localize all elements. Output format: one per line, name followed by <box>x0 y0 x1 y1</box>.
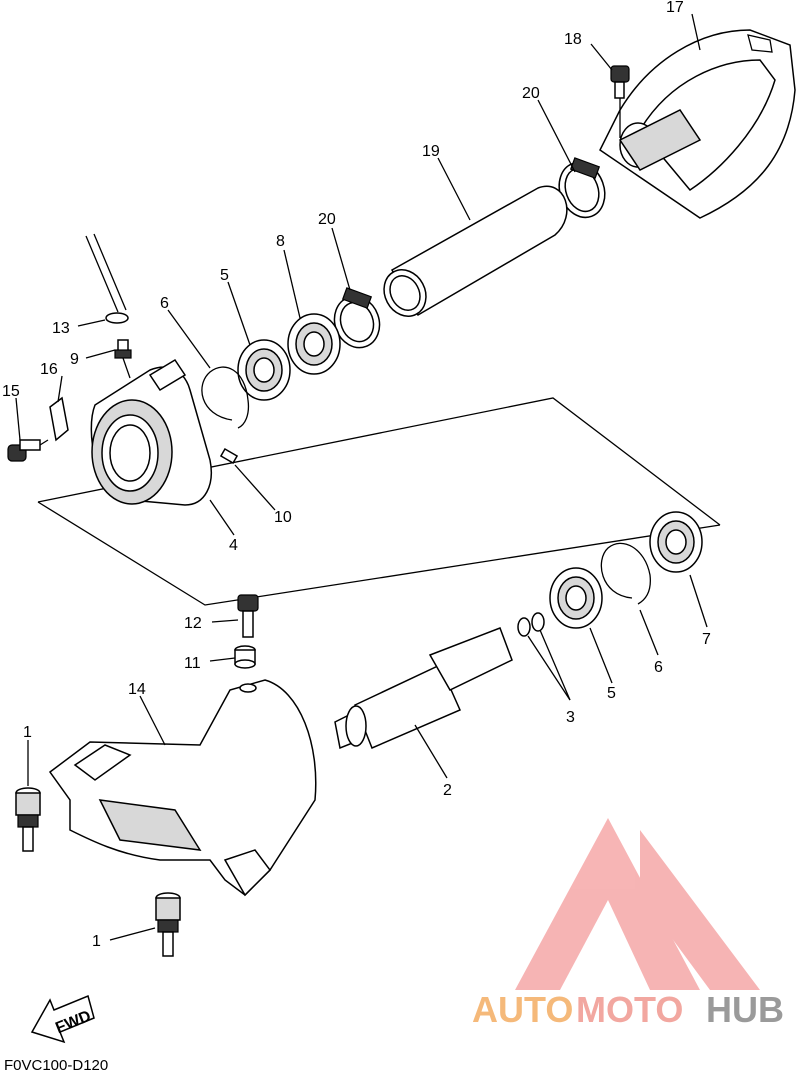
watermark-logo-icon <box>515 818 760 990</box>
part-4-housing <box>90 358 212 506</box>
part-12-bolt <box>237 594 259 638</box>
callout-5a: 5 <box>220 267 229 284</box>
callout-3: 3 <box>566 709 575 726</box>
fwd-arrow-icon: FWD <box>30 994 95 1044</box>
part-1-damper-lower <box>155 892 181 957</box>
callout-14: 14 <box>128 681 146 698</box>
part-16-plate <box>49 396 69 442</box>
part-17-nozzle <box>599 29 796 219</box>
callout-15: 15 <box>2 383 20 400</box>
callout-13: 13 <box>52 320 70 337</box>
part-11-collar <box>234 645 256 669</box>
watermark-text: AUTO MOTO HUB <box>472 989 784 1030</box>
part-19-hose <box>383 185 568 317</box>
part-18-bolt <box>610 65 630 138</box>
callout-19: 19 <box>422 143 440 160</box>
watermark-auto: AUTO <box>472 989 573 1030</box>
part-3-o-rings <box>517 612 545 637</box>
callout-7: 7 <box>702 631 711 648</box>
callout-20a: 20 <box>522 85 540 102</box>
part-6-circlip-lower <box>600 542 651 605</box>
part-20-hose-clamp-lower <box>333 287 381 349</box>
callout-10: 10 <box>274 509 292 526</box>
part-20-hose-clamp-upper <box>558 157 606 219</box>
callout-18: 18 <box>564 31 582 48</box>
callout-labels: 17 18 20 19 20 8 5 6 13 9 16 15 10 4 7 6… <box>2 0 711 950</box>
part-7-bearing <box>649 511 703 573</box>
callout-8: 8 <box>276 233 285 250</box>
leader-lines <box>15 13 708 941</box>
part-15-bolt <box>7 439 49 462</box>
part-14-duct <box>48 679 317 897</box>
callout-16: 16 <box>40 361 58 378</box>
callout-20b: 20 <box>318 211 336 228</box>
part-1-damper-upper <box>15 787 41 852</box>
callout-6b: 6 <box>654 659 663 676</box>
callout-5b: 5 <box>607 685 616 702</box>
callout-11: 11 <box>184 655 201 672</box>
part-2-shaft <box>334 627 513 750</box>
part-13-clip <box>85 233 129 324</box>
part-9-bolt <box>114 339 132 379</box>
callout-12: 12 <box>184 615 202 632</box>
part-5-bearing-upper <box>237 339 291 401</box>
watermark-hub: HUB <box>706 989 784 1030</box>
callout-1a: 1 <box>23 724 32 741</box>
part-6-circlip-upper <box>201 366 250 429</box>
callout-6a: 6 <box>160 295 169 312</box>
diagram-code: F0VC100-D120 <box>4 1057 108 1073</box>
part-5-bearing-lower <box>549 567 603 629</box>
part-8-bearing <box>287 313 341 375</box>
callout-9: 9 <box>70 351 79 368</box>
callout-1b: 1 <box>92 933 101 950</box>
callout-2: 2 <box>443 782 452 799</box>
watermark-moto: MOTO <box>576 989 683 1030</box>
part-10-pin <box>219 448 239 464</box>
callout-4: 4 <box>229 537 238 554</box>
callout-17: 17 <box>666 0 684 16</box>
